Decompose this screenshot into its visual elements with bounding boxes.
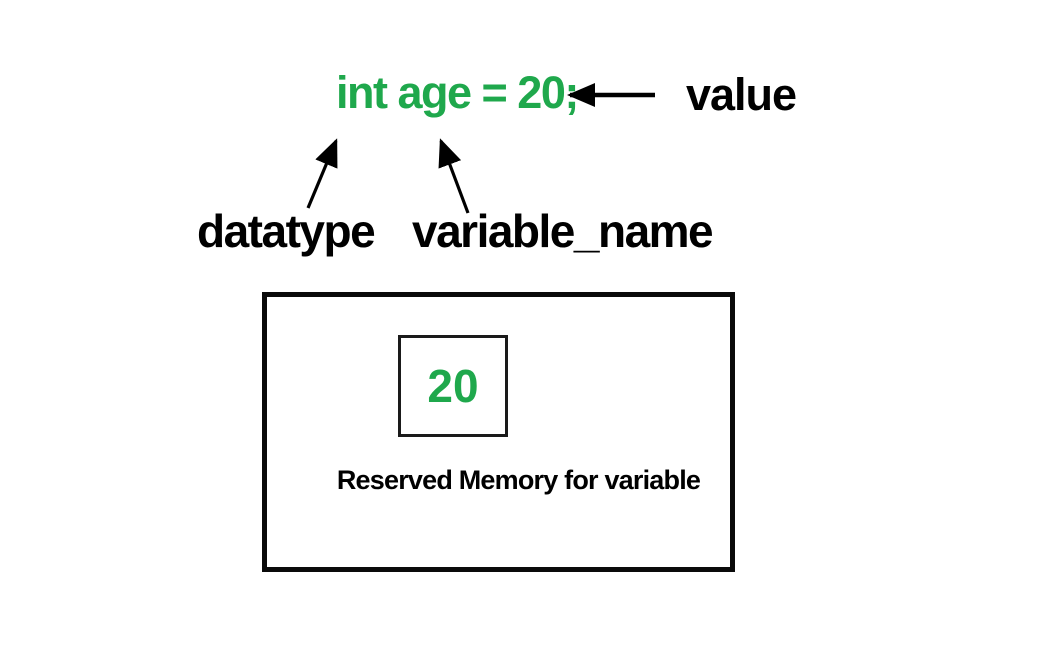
variable-name-arrow-icon	[438, 138, 470, 214]
memory-cell-value: 20	[427, 360, 479, 412]
memory-cell: 20	[398, 335, 508, 437]
variable-name-label: variable_name	[412, 205, 714, 257]
datatype-label: datatype	[197, 205, 376, 257]
datatype-arrow-icon	[306, 138, 338, 209]
code-statement: int age = 20;	[336, 67, 579, 118]
value-label: value	[686, 69, 797, 120]
memory-caption: Reserved Memory for variable	[336, 465, 701, 495]
memory-box: 20 Reserved Memory for variable	[262, 292, 735, 572]
